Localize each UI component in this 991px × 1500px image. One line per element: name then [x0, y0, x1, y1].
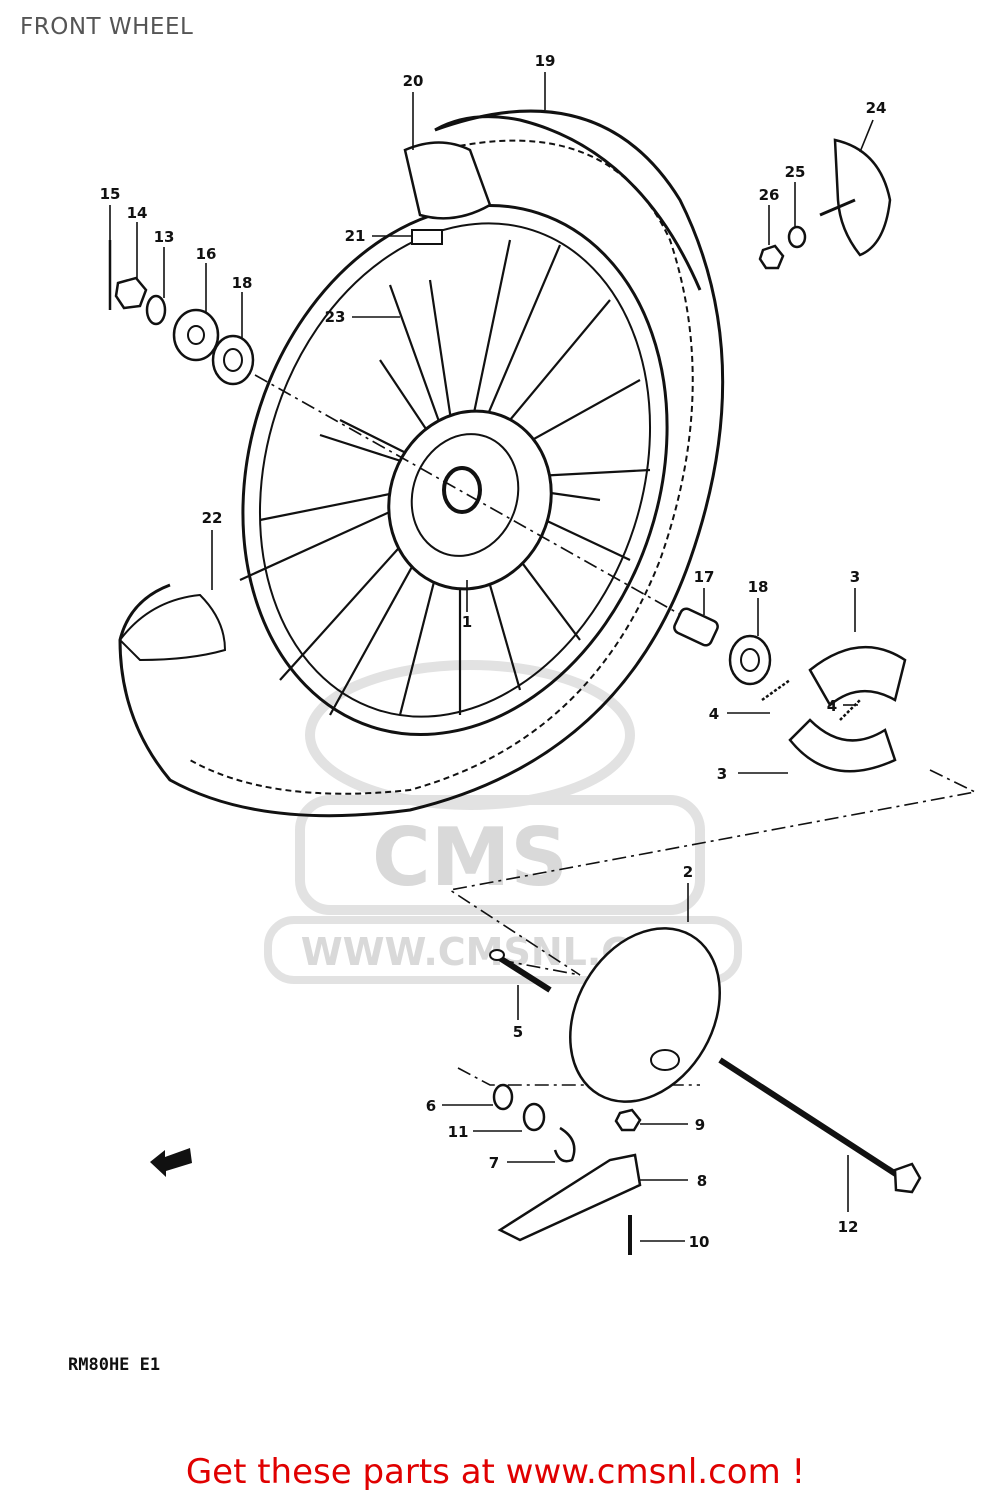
callout-4-left: 4: [709, 705, 719, 723]
model-code: RM80HE E1: [68, 1355, 161, 1375]
watermark-logo: CMS: [372, 811, 568, 904]
front-direction-arrow-icon: [150, 1148, 192, 1177]
callouts: 19 20 21 23 15 14 13 16 18 22 1 17 18 3 …: [100, 52, 887, 1251]
axle: [718, 1057, 922, 1194]
brake-panel: [569, 927, 721, 1103]
callout-4-right: 4: [827, 697, 837, 715]
callout-24: 24: [866, 99, 887, 117]
callout-18-left: 18: [232, 274, 253, 292]
callout-21: 21: [345, 227, 366, 245]
rim: [241, 204, 669, 736]
small-parts: [492, 1083, 642, 1255]
callout-2: 2: [683, 863, 693, 881]
washer: [145, 294, 167, 326]
callout-22: 22: [202, 509, 223, 527]
callout-3-upper: 3: [850, 568, 860, 586]
callout-19: 19: [535, 52, 556, 70]
callout-9: 9: [695, 1116, 705, 1134]
callout-10: 10: [689, 1233, 710, 1251]
page-title: FRONT WHEEL: [20, 14, 194, 40]
callout-25: 25: [785, 163, 806, 181]
callout-16: 16: [196, 245, 217, 263]
callout-3-lower: 3: [717, 765, 727, 783]
callout-6: 6: [426, 1097, 436, 1115]
tire: [118, 109, 725, 818]
callout-18-right: 18: [748, 578, 769, 596]
callout-14: 14: [127, 204, 148, 222]
callout-12: 12: [838, 1218, 859, 1236]
callout-17: 17: [694, 568, 715, 586]
callout-5: 5: [513, 1023, 523, 1041]
tube-and-rim-lock: [403, 141, 492, 245]
callout-7: 7: [489, 1154, 499, 1172]
callout-20: 20: [403, 72, 424, 90]
footer-link[interactable]: Get these parts at www.cmsnl.com !: [185, 1452, 806, 1492]
callout-1: 1: [462, 613, 472, 631]
callout-11: 11: [448, 1123, 469, 1141]
callout-13: 13: [154, 228, 175, 246]
callout-8: 8: [697, 1172, 707, 1190]
axle-nut: [114, 276, 148, 310]
callout-23: 23: [325, 308, 346, 326]
rim-guard-parts: [758, 138, 892, 270]
callout-15: 15: [100, 185, 121, 203]
right-side-parts: [673, 607, 772, 686]
tube: [403, 141, 492, 220]
callout-26: 26: [759, 186, 780, 204]
spacer-right: [673, 607, 719, 647]
rim-lock: [411, 229, 443, 245]
hub: [387, 409, 553, 591]
left-side-parts: [108, 240, 255, 386]
brake-camshaft: [489, 949, 552, 993]
brake-shoes: [761, 645, 907, 773]
